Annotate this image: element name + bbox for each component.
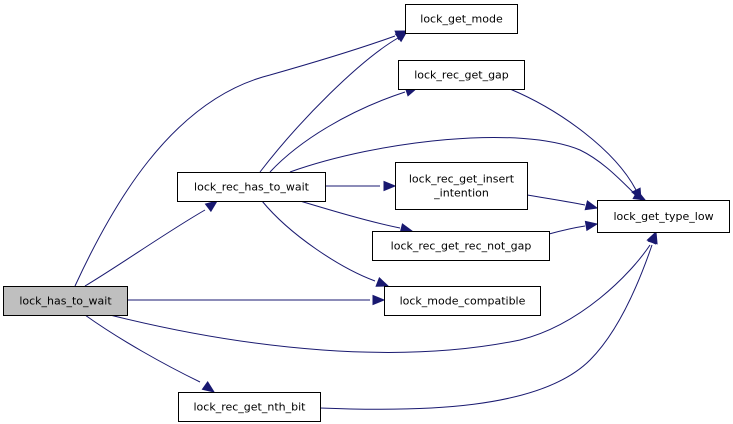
edge-line — [319, 244, 653, 410]
node-lock_mode_compatible[interactable]: lock_mode_compatible — [384, 286, 541, 316]
call-nodes: lock_has_to_waitlock_rec_has_to_waitlock… — [3, 4, 730, 422]
arrowhead-icon — [383, 180, 397, 192]
node-label: lock_rec_has_to_wait — [194, 181, 310, 194]
edge-lock_rec_has_to_wait-to-lock_rec_get_insert_intention — [325, 180, 397, 192]
node-box[interactable] — [395, 162, 528, 210]
node-lock_rec_get_nth_bit[interactable]: lock_rec_get_nth_bit — [178, 392, 321, 422]
node-label: lock_rec_get_rec_not_gap — [391, 240, 532, 253]
node-box[interactable] — [405, 4, 518, 34]
arrowhead-icon — [584, 200, 599, 211]
edge-line — [84, 314, 201, 383]
edge-lock_rec_get_insert_intention-to-lock_get_type_low — [526, 194, 599, 211]
edge-line — [548, 225, 586, 235]
node-box[interactable] — [597, 200, 730, 233]
node-box[interactable] — [398, 60, 525, 90]
node-lock_rec_get_rec_not_gap[interactable]: lock_rec_get_rec_not_gap — [372, 231, 550, 261]
call-edges — [74, 30, 658, 410]
edge-line — [526, 194, 586, 206]
node-label: _intention — [433, 187, 489, 200]
arrowhead-icon — [375, 276, 390, 287]
arrowhead-icon — [631, 187, 642, 202]
node-box[interactable] — [178, 392, 321, 422]
edge-lock_has_to_wait-to-lock_get_mode — [74, 30, 409, 287]
edge-lock_rec_get_nth_bit-to-lock_get_type_low — [319, 230, 658, 410]
node-label: lock_rec_get_insert — [409, 173, 515, 186]
edge-lock_has_to_wait-to-lock_rec_has_to_wait — [84, 200, 219, 287]
node-label: lock_get_mode — [420, 13, 503, 26]
edge-line — [289, 136, 637, 196]
arrowhead-icon — [204, 200, 219, 213]
edge-lock_rec_has_to_wait-to-lock_get_mode — [259, 30, 409, 173]
arrowhead-icon — [394, 30, 409, 43]
node-label: lock_has_to_wait — [19, 295, 112, 308]
edge-line — [74, 35, 396, 287]
edge-lock_rec_get_gap-to-lock_get_type_low — [509, 88, 642, 202]
node-label: lock_mode_compatible — [400, 295, 526, 308]
node-lock_rec_has_to_wait[interactable]: lock_rec_has_to_wait — [177, 172, 326, 202]
arrowhead-icon — [584, 220, 599, 232]
node-lock_get_type_low[interactable]: lock_get_type_low — [597, 200, 730, 233]
edge-line — [299, 200, 401, 229]
node-box[interactable] — [384, 286, 541, 316]
edge-lock_has_to_wait-to-lock_rec_get_nth_bit — [84, 314, 216, 393]
edge-line — [509, 88, 637, 191]
node-lock_has_to_wait[interactable]: lock_has_to_wait — [3, 286, 128, 316]
node-box[interactable] — [177, 172, 326, 202]
node-label: lock_rec_get_gap — [414, 69, 509, 82]
node-lock_rec_get_gap[interactable]: lock_rec_get_gap — [398, 60, 525, 90]
node-label: lock_rec_get_nth_bit — [194, 401, 307, 414]
arrowhead-icon — [372, 294, 386, 306]
edge-lock_rec_has_to_wait-to-lock_rec_get_gap — [269, 86, 419, 173]
node-label: lock_get_type_low — [613, 210, 713, 223]
node-box[interactable] — [372, 231, 550, 261]
edge-lock_has_to_wait-to-lock_mode_compatible — [127, 294, 386, 306]
node-lock_rec_get_insert_intention[interactable]: lock_rec_get_insert_intention — [395, 162, 528, 210]
node-box[interactable] — [3, 286, 128, 316]
edge-lock_rec_get_rec_not_gap-to-lock_get_type_low — [548, 220, 599, 235]
arrowhead-icon — [647, 230, 658, 245]
edge-line — [259, 37, 399, 173]
edge-line — [261, 200, 376, 282]
edge-line — [269, 91, 406, 173]
arrowhead-icon — [201, 381, 216, 393]
edge-lock_rec_has_to_wait-to-lock_mode_compatible — [261, 200, 390, 287]
edge-line — [84, 209, 206, 287]
edge-line — [109, 244, 651, 353]
node-lock_get_mode[interactable]: lock_get_mode — [405, 4, 518, 34]
